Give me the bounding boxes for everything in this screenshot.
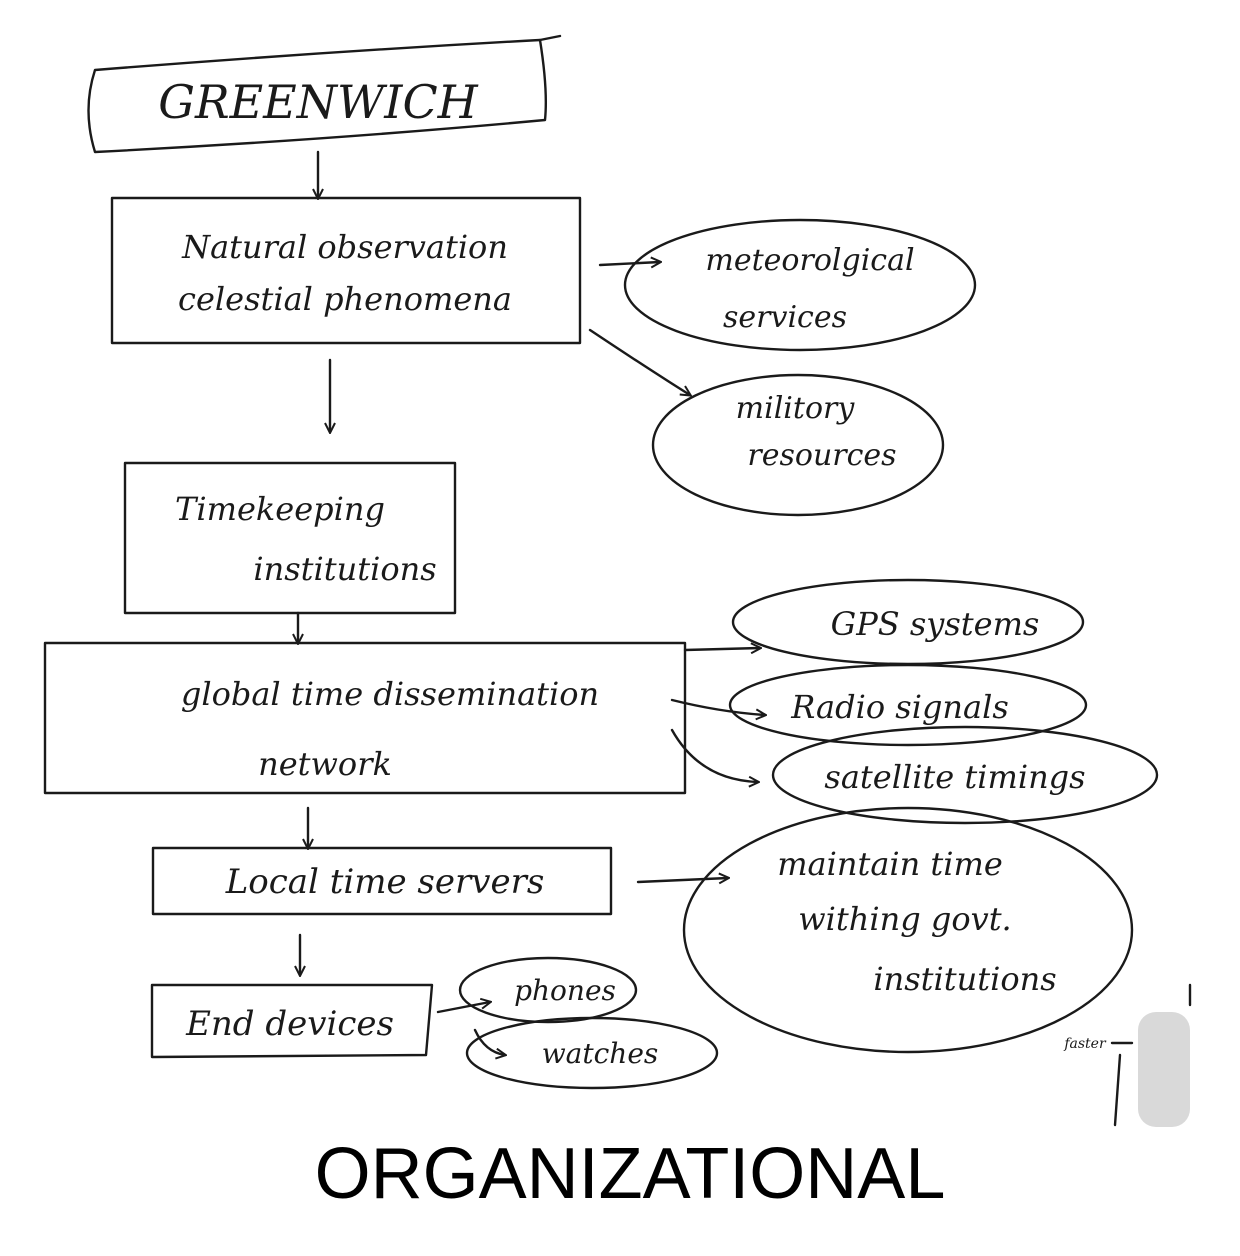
satellite-timings-label: satellite timings	[824, 758, 1085, 796]
satellite-timings-node: satellite timings	[771, 725, 1159, 825]
cropped-sketch-fragment: faster	[1063, 983, 1192, 1127]
meteorological-services-node: meteorolgical services	[623, 218, 977, 352]
arrow-end-phones	[436, 1002, 490, 1014]
arrow-global-satellite	[670, 728, 758, 782]
faster-label: faster	[1063, 1036, 1107, 1052]
gps-systems-node: GPS systems	[731, 578, 1085, 666]
arrow-local-maintain	[636, 878, 728, 882]
timekeeping-institutions-node: Timekeeping institutions	[123, 461, 457, 615]
military-line1: militory	[736, 391, 856, 426]
global-network-line1: global time dissemination	[181, 675, 599, 713]
gps-systems-label: GPS systems	[831, 605, 1040, 643]
military-resources-node: militory resources	[651, 373, 945, 517]
gray-block	[1138, 1012, 1190, 1127]
timekeeping-line1: Timekeeping	[175, 490, 385, 528]
watches-label: watches	[542, 1037, 659, 1070]
greenwich-node: GREENWICH	[87, 34, 562, 154]
local-time-servers-label: Local time servers	[225, 862, 545, 902]
maintain-time-line3: institutions	[873, 960, 1056, 998]
maintain-time-line1: maintain time	[777, 845, 1003, 883]
phones-label: phones	[514, 974, 616, 1007]
radio-signals-label: Radio signals	[790, 688, 1009, 726]
timekeeping-line2: institutions	[253, 550, 436, 588]
end-devices-node: End devices	[150, 983, 434, 1059]
phones-node: phones	[458, 956, 638, 1024]
arrow-natural-meteo	[598, 262, 660, 265]
maintain-time-node: maintain time withing govt. institutions	[682, 806, 1134, 1054]
arrow-natural-military	[588, 328, 690, 395]
military-line2: resources	[747, 438, 896, 473]
diagram-caption: ORGANIZATIONAL	[315, 1134, 946, 1214]
arrow-global-gps	[683, 648, 760, 650]
radio-signals-node: Radio signals	[728, 663, 1088, 747]
global-network-line2: network	[258, 745, 392, 783]
natural-observation-line1: Natural observation	[181, 228, 508, 266]
global-network-node: global time dissemination network	[43, 641, 687, 795]
meteorological-line2: services	[723, 300, 847, 335]
watches-node: watches	[465, 1016, 719, 1090]
arrow-global-radio	[670, 698, 765, 715]
greenwich-label: GREENWICH	[158, 75, 478, 129]
maintain-time-line2: withing govt.	[798, 900, 1011, 938]
arrow-end-watches	[473, 1028, 505, 1055]
local-time-servers-node: Local time servers	[151, 846, 613, 916]
meteorological-line1: meteorolgical	[705, 243, 914, 278]
natural-observation-node: Natural observation celestial phenomena	[110, 196, 582, 345]
end-devices-label: End devices	[185, 1004, 394, 1044]
natural-observation-line2: celestial phenomena	[178, 280, 512, 318]
